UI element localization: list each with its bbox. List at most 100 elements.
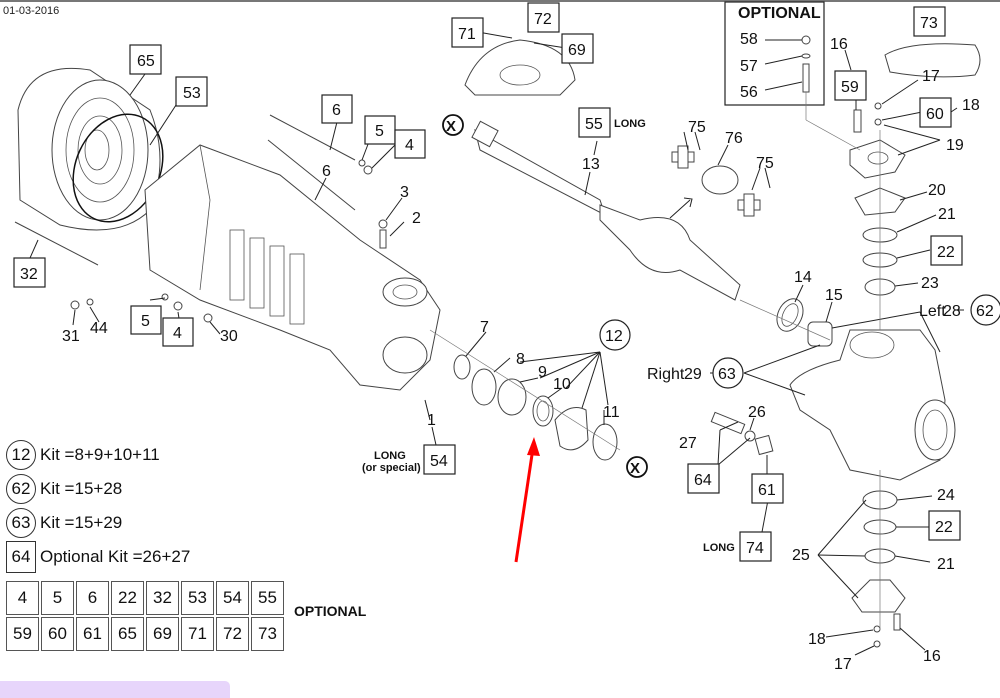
optional-part-cell[interactable]: 53 bbox=[181, 581, 214, 615]
optional-part-cell[interactable]: 54 bbox=[216, 581, 249, 615]
callout-23: 23 bbox=[921, 275, 939, 292]
optional-part-cell[interactable]: 65 bbox=[111, 617, 144, 651]
svg-text:71: 71 bbox=[458, 26, 476, 43]
optional-part-cell[interactable]: 6 bbox=[76, 581, 109, 615]
optional-part-cell[interactable]: 4 bbox=[6, 581, 39, 615]
callout-63[interactable]: 63 bbox=[712, 357, 744, 389]
highlight-arrow bbox=[514, 437, 540, 563]
callout-16a: 16 bbox=[830, 36, 848, 53]
callout-4b[interactable]: 4 bbox=[162, 317, 194, 347]
callout-22a[interactable]: 22 bbox=[930, 235, 963, 266]
callout-60[interactable]: 60 bbox=[919, 97, 952, 128]
svg-text:69: 69 bbox=[568, 42, 586, 59]
callout-55[interactable]: 55 bbox=[578, 107, 611, 138]
x-marker-top: X bbox=[442, 114, 464, 136]
kit-ref-circle: 12 bbox=[6, 440, 36, 470]
callout-4[interactable]: 4 bbox=[394, 129, 426, 159]
callout-18a: 18 bbox=[962, 97, 980, 114]
optional-part-cell[interactable]: 22 bbox=[111, 581, 144, 615]
right-label: Right bbox=[647, 366, 685, 383]
callout-28: 28 bbox=[943, 303, 961, 320]
optional-part-cell[interactable]: 72 bbox=[216, 617, 249, 651]
svg-text:63: 63 bbox=[718, 366, 736, 383]
kit-ref-square: 64 bbox=[6, 541, 36, 573]
bottom-overlay-bar bbox=[0, 681, 230, 698]
svg-text:22: 22 bbox=[935, 519, 953, 536]
optional-part-cell[interactable]: 55 bbox=[251, 581, 284, 615]
x-marker-bottom: X bbox=[626, 456, 648, 478]
steering-knuckle-drawing bbox=[789, 329, 956, 481]
callout-44: 44 bbox=[90, 320, 108, 337]
optional-part-cell[interactable]: 61 bbox=[76, 617, 109, 651]
kit-legend-row: 62 Kit =15+28 bbox=[6, 472, 190, 506]
callout-59[interactable]: 59 bbox=[834, 70, 867, 101]
callout-8: 8 bbox=[516, 351, 525, 368]
optional-part-cell[interactable]: 60 bbox=[41, 617, 74, 651]
callout-15: 15 bbox=[825, 287, 843, 304]
callout-71[interactable]: 71 bbox=[451, 17, 484, 48]
callout-22b[interactable]: 22 bbox=[928, 510, 961, 541]
svg-text:62: 62 bbox=[976, 303, 994, 320]
optional-box-title: OPTIONAL bbox=[738, 5, 821, 22]
callout-6[interactable]: 6 bbox=[321, 94, 353, 124]
cover-73-drawing bbox=[884, 43, 981, 78]
plain-callouts: 6 3 2 31 44 30 1 7 8 9 10 11 13 75 76 75… bbox=[62, 31, 980, 673]
or-special-label: (or special) bbox=[362, 462, 421, 474]
circled-callouts: 12 62 63 bbox=[599, 294, 1000, 389]
callout-69[interactable]: 69 bbox=[561, 33, 594, 64]
callout-62[interactable]: 62 bbox=[970, 294, 1000, 326]
callout-25: 25 bbox=[792, 547, 810, 564]
optional-part-cell[interactable]: 59 bbox=[6, 617, 39, 651]
callout-1: 1 bbox=[427, 412, 436, 429]
left-label: Left bbox=[919, 303, 946, 320]
callout-7: 7 bbox=[480, 319, 489, 336]
studs-drawing bbox=[14, 114, 388, 323]
callout-72[interactable]: 72 bbox=[527, 2, 560, 33]
callout-3: 3 bbox=[400, 184, 409, 201]
callout-6b: 6 bbox=[322, 163, 331, 180]
callout-73[interactable]: 73 bbox=[913, 6, 946, 37]
callout-30: 30 bbox=[220, 328, 238, 345]
kit-legend: 12 Kit =8+9+10+11 62 Kit =15+28 63 Kit =… bbox=[6, 438, 190, 574]
upper-kingpin-stack-drawing bbox=[849, 102, 906, 296]
long-label-54: LONG bbox=[374, 450, 406, 462]
centerlines bbox=[429, 92, 881, 630]
svg-text:73: 73 bbox=[920, 15, 938, 32]
u-joint-drawing bbox=[669, 145, 761, 219]
callout-56: 56 bbox=[740, 84, 758, 101]
svg-text:61: 61 bbox=[758, 482, 776, 499]
optional-part-cell[interactable]: 69 bbox=[146, 617, 179, 651]
callout-64[interactable]: 64 bbox=[687, 463, 720, 494]
callout-53[interactable]: 53 bbox=[175, 76, 208, 107]
callout-5b[interactable]: 5 bbox=[130, 305, 162, 335]
callout-16b: 16 bbox=[923, 648, 941, 665]
callout-74[interactable]: 74 bbox=[739, 531, 772, 562]
callout-12[interactable]: 12 bbox=[599, 319, 631, 351]
svg-text:72: 72 bbox=[534, 11, 552, 28]
diagram-date: 01-03-2016 bbox=[3, 5, 60, 17]
svg-text:60: 60 bbox=[926, 106, 944, 123]
callout-17b: 17 bbox=[834, 656, 852, 673]
callout-14: 14 bbox=[794, 269, 812, 286]
callout-18b: 18 bbox=[808, 631, 826, 648]
optional-part-cell[interactable]: 71 bbox=[181, 617, 214, 651]
callout-54[interactable]: 54 bbox=[423, 444, 456, 475]
top-housing-drawing bbox=[464, 39, 576, 96]
long-label-55: LONG bbox=[614, 118, 646, 130]
callout-5[interactable]: 5 bbox=[364, 115, 396, 145]
callout-32[interactable]: 32 bbox=[13, 257, 46, 288]
kit-ref-circle: 62 bbox=[6, 474, 36, 504]
optional-part-cell[interactable]: 5 bbox=[41, 581, 74, 615]
svg-text:54: 54 bbox=[430, 453, 448, 470]
optional-part-cell[interactable]: 32 bbox=[146, 581, 179, 615]
svg-text:4: 4 bbox=[173, 325, 182, 342]
optional-part-cell[interactable]: 73 bbox=[251, 617, 284, 651]
svg-text:32: 32 bbox=[20, 266, 38, 283]
callout-26: 26 bbox=[748, 404, 766, 421]
kit-legend-row: 64 Optional Kit =26+27 bbox=[6, 540, 190, 574]
callout-65[interactable]: 65 bbox=[129, 44, 162, 75]
kit-description: Kit =15+28 bbox=[40, 479, 123, 498]
svg-text:4: 4 bbox=[405, 137, 414, 154]
callout-61[interactable]: 61 bbox=[751, 473, 784, 504]
